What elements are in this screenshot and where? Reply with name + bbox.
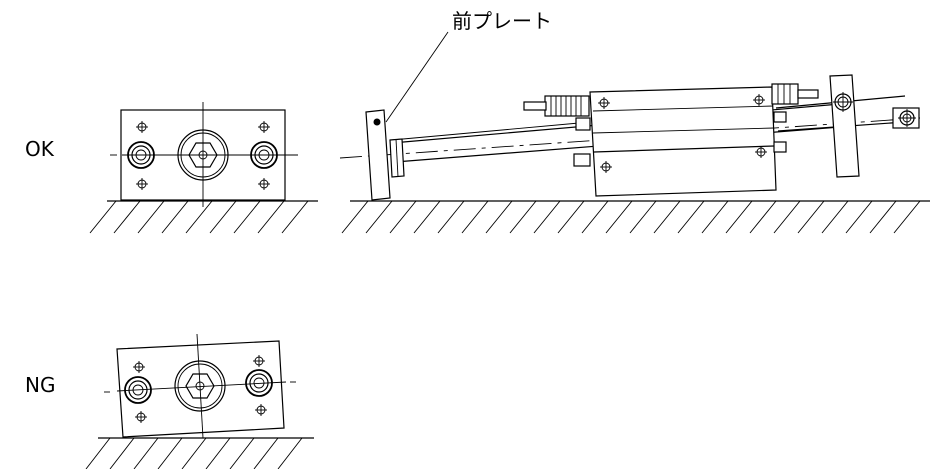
side-centerline [339, 117, 921, 159]
ng-label: NG [25, 373, 56, 397]
front-view-ng [85, 333, 314, 469]
ground-ok-front [89, 200, 318, 234]
leader-line [385, 31, 449, 123]
rod-end-icon [892, 107, 920, 129]
piston-rod-end-icon [177, 129, 229, 181]
front-plate [365, 109, 391, 201]
ng-horizontal-centerline [116, 381, 287, 392]
front-view-ok [89, 102, 318, 234]
plate-marker-icon [373, 118, 381, 126]
guide-rod-end-icon [127, 141, 278, 169]
ng-piston-rod-end-icon [174, 360, 226, 412]
port-fitting-icon [523, 83, 819, 167]
rear-plate [829, 74, 860, 178]
front-plate-label: 前プレート [452, 9, 552, 33]
ok-label: OK [25, 137, 54, 161]
ng-front-body [116, 340, 285, 438]
ground-ng [85, 437, 314, 469]
side-view-ok [339, 31, 930, 234]
ng-guide-rod-end-icon [124, 369, 273, 404]
ground-ok-side [341, 200, 930, 234]
front-body [120, 109, 286, 201]
screw-hole-icon [136, 121, 270, 190]
ng-screw-hole-icon [133, 355, 267, 423]
ng-vertical-centerline [196, 333, 204, 439]
cylinder-body [589, 86, 777, 197]
